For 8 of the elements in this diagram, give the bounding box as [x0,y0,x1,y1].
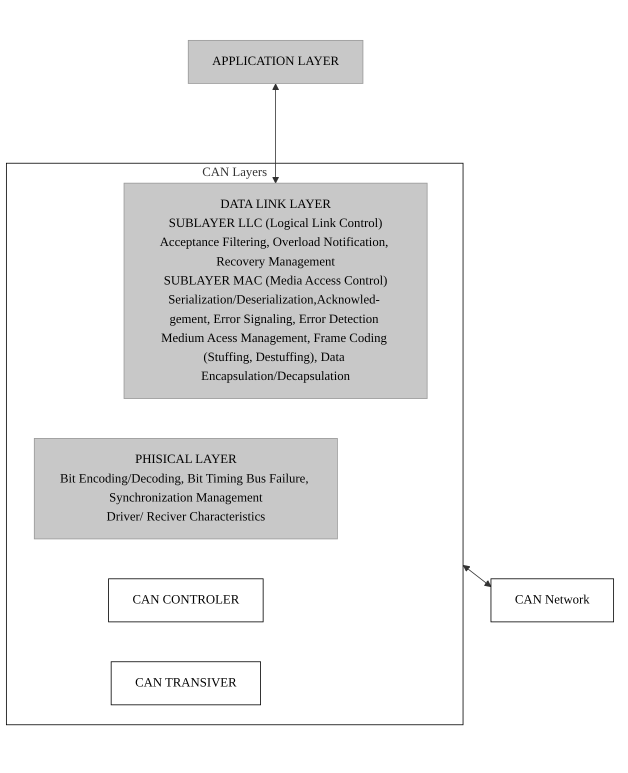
arrow [462,564,492,587]
node-box: PHISICAL LAYER Bit Encoding/Decoding, Bit Timing Bus Failure, Synchronization Management Driver/ Reciver Characteristics [34,438,338,540]
node-box: CAN Network [490,578,614,622]
node-box: CAN TRANSIVER [110,661,261,706]
node-box: APPLICATION LAYER [188,40,364,84]
node-box: DATA LINK LAYER SUBLAYER LLC (Logical Link Control) Acceptance Filtering, Overload Notification, Recovery Management SUBLAYER MAC (Media Access Control) Serialization/Deserialization,Acknowled- gement, Error Signaling, Error Detection Medium Acess Management, Frame Coding (Stuffing, Destuffing), Data Encapsulation/Decapsulation [124,182,428,399]
arrow [272,83,280,184]
node-box: CAN CONTROLER [108,578,264,622]
